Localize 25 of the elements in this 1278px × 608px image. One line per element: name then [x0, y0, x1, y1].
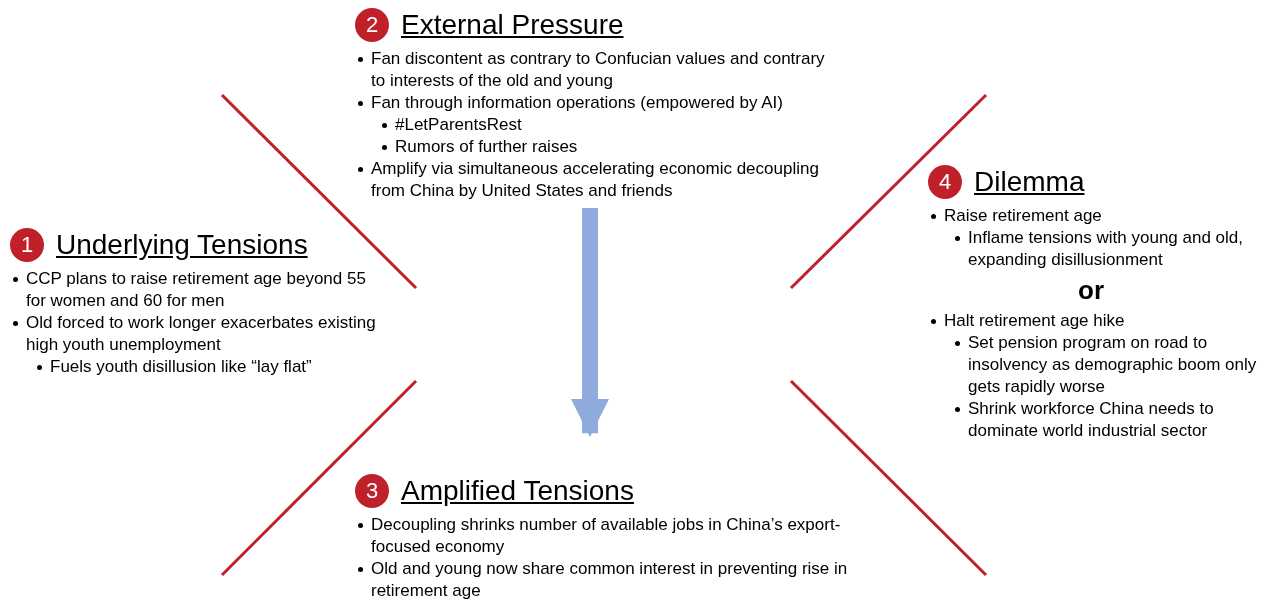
bullet-item: Fan discontent as contrary to Confucian values and contrary to interests of the old and young [355, 48, 825, 92]
step-number: 1 [10, 228, 44, 262]
bullet-item: Set pension program on road to insolvency as demographic boom only gets rapidly worse [952, 332, 1268, 398]
bullet-item: Fan through information operations (empowered by AI) [355, 92, 825, 114]
bullet-item: Inflame tensions with young and old, expanding disillusionment [952, 227, 1268, 271]
bullet-item: Fuels youth disillusion like “lay flat” [34, 356, 380, 378]
bullet-item: Decoupling shrinks number of available jobs in China’s export-focused economy [355, 514, 875, 558]
section-heading: Underlying Tensions [56, 229, 308, 261]
bullet-item: Old forced to work longer exacerbates existing high youth unemployment [10, 312, 380, 356]
bullet-item: Rumors of further raises [379, 136, 825, 158]
bullet-item: Amplify via simultaneous accelerating economic decoupling from China by United States and friends [355, 158, 825, 202]
step-number: 3 [355, 474, 389, 508]
bullet-item: Old and young now share common interest in preventing rise in retirement age [355, 558, 875, 602]
section-heading: External Pressure [401, 9, 624, 41]
section-heading: Amplified Tensions [401, 475, 634, 507]
step-number: 4 [928, 165, 962, 199]
step-number: 2 [355, 8, 389, 42]
bullet-item: Halt retirement age hike [928, 310, 1268, 332]
conjunction-text: or [1078, 275, 1104, 306]
arrow [570, 208, 610, 438]
section-heading: Dilemma [974, 166, 1085, 198]
bullet-item: Shrink workforce China needs to dominate world industrial sector [952, 398, 1268, 442]
bullet-item: #LetParentsRest [379, 114, 825, 136]
bullet-item: Raise retirement age [928, 205, 1268, 227]
bullet-item: CCP plans to raise retirement age beyond 55 for women and 60 for men [10, 268, 380, 312]
